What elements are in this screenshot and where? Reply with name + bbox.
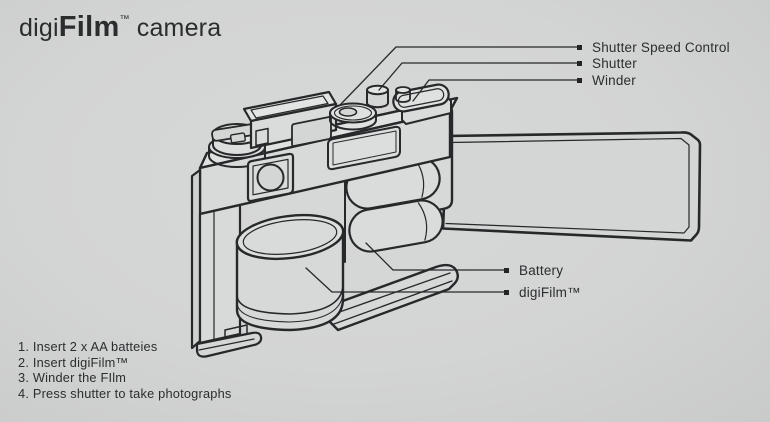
title-suffix: camera bbox=[136, 14, 222, 42]
winder-lever bbox=[392, 83, 452, 125]
viewfinder-hump bbox=[242, 90, 338, 150]
battery-bottom bbox=[348, 199, 444, 253]
instruction-step: 1. Insert 2 x AA batteies bbox=[18, 339, 158, 354]
callout-label: Shutter bbox=[592, 55, 637, 71]
leader-winder bbox=[412, 79, 578, 102]
leader-battery bbox=[365, 242, 505, 271]
callout-label: Shutter Speed Control bbox=[592, 39, 730, 55]
bullet-icon bbox=[577, 77, 582, 83]
bullet-icon bbox=[577, 44, 582, 50]
leader-shutter-speed-control bbox=[340, 46, 578, 105]
instruction-step: 4. Press shutter to take photographs bbox=[18, 386, 232, 402]
leader-shutter bbox=[378, 62, 578, 91]
title-prefix: digi bbox=[19, 14, 59, 42]
bullet-icon bbox=[504, 289, 509, 295]
callout-digifilm: digiFilm™ bbox=[504, 284, 581, 300]
instructions-list: 1. Insert 2 x AA batteies 2. Insert digi… bbox=[18, 339, 232, 402]
lens-window bbox=[246, 152, 295, 203]
leader-lines bbox=[305, 46, 578, 293]
bullet-icon bbox=[577, 60, 582, 66]
callout-winder: Winder bbox=[577, 72, 636, 88]
shutter-speed-dial bbox=[329, 102, 377, 131]
callout-shutter: Shutter bbox=[577, 55, 637, 71]
title-trademark: ™ bbox=[119, 14, 130, 25]
name-plate bbox=[327, 125, 401, 171]
back-door bbox=[441, 131, 702, 242]
callout-shutter-speed-control: Shutter Speed Control bbox=[577, 39, 730, 55]
digifilm-cartridge bbox=[235, 213, 345, 332]
title-brand: Film bbox=[58, 11, 120, 43]
callout-label: digiFilm™ bbox=[519, 284, 581, 300]
instruction-step: 2. Insert digiFilm™ bbox=[18, 354, 129, 370]
callout-battery: Battery bbox=[504, 262, 563, 278]
callout-label: Battery bbox=[519, 262, 564, 278]
base-plate bbox=[327, 263, 459, 332]
callout-label: Winder bbox=[592, 72, 636, 88]
shutter-button bbox=[366, 84, 389, 109]
tripod-foot bbox=[195, 331, 263, 358]
body-left-side bbox=[190, 168, 248, 350]
instruction-step: 3. Winder the FIlm bbox=[18, 370, 127, 386]
leader-digifilm bbox=[305, 267, 505, 293]
page-title: digi Film ™ camera bbox=[19, 11, 221, 44]
bullet-icon bbox=[504, 267, 509, 273]
